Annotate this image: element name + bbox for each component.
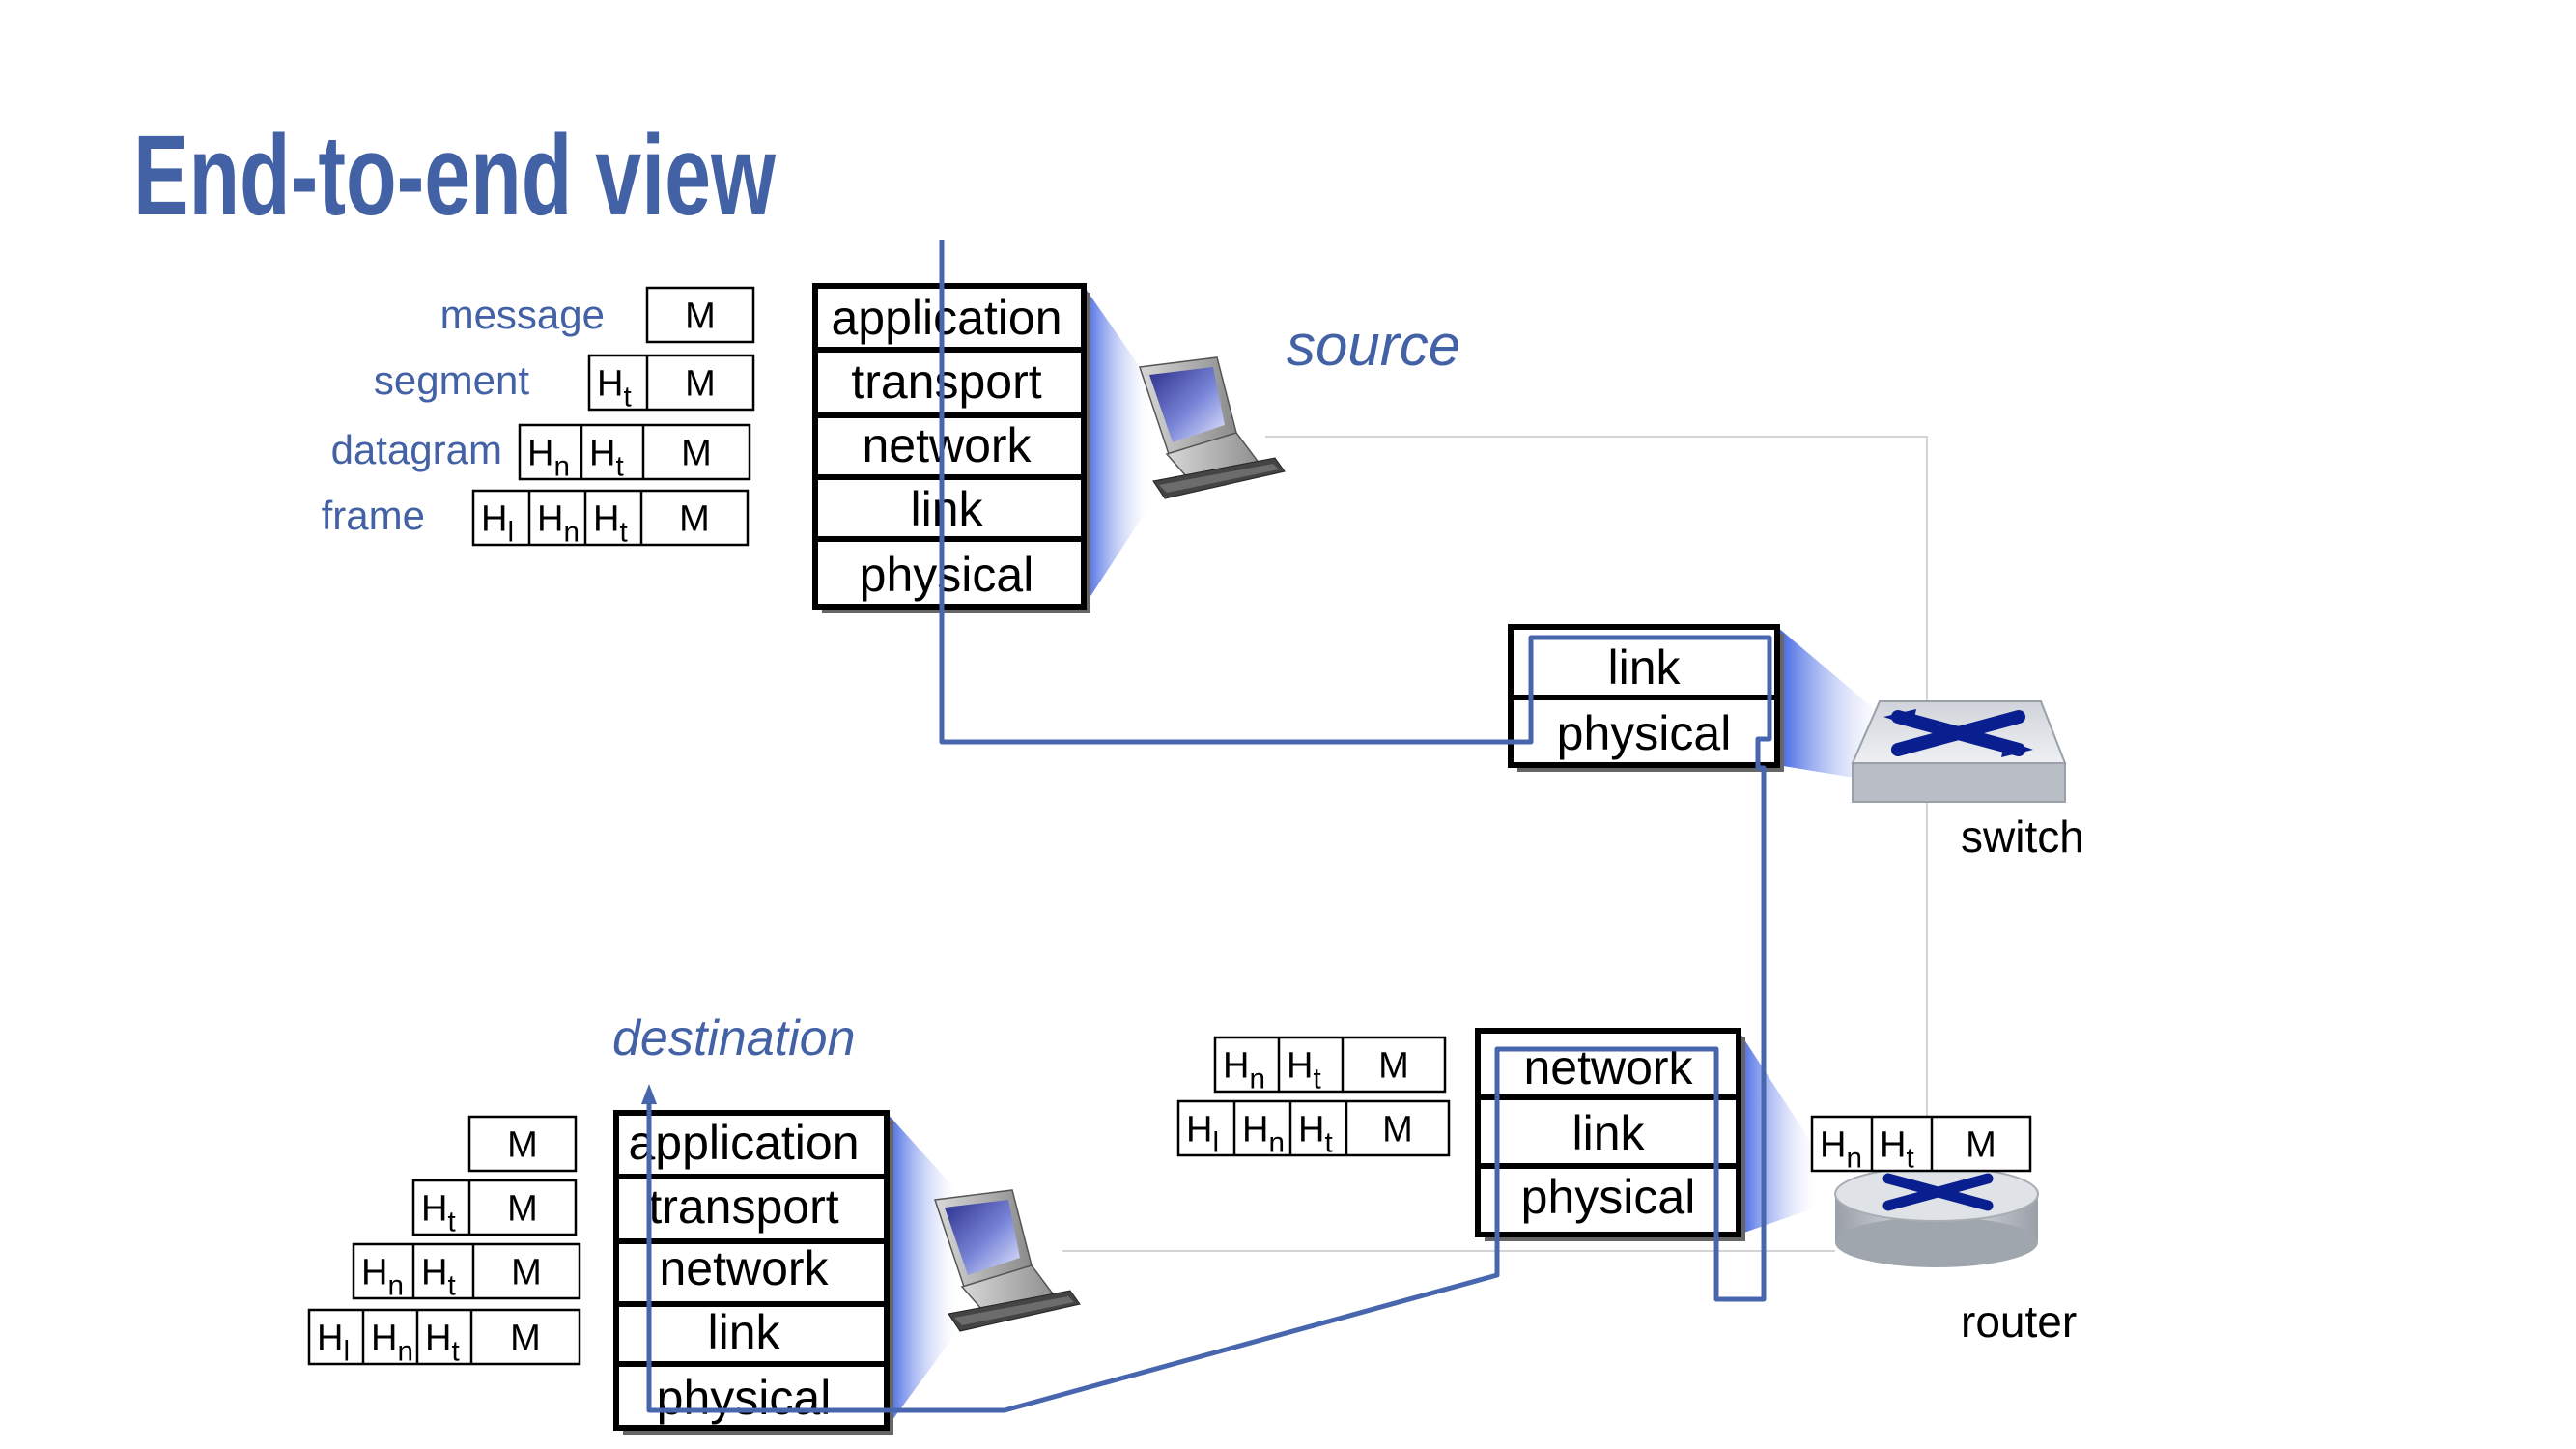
packet-outline xyxy=(645,286,755,344)
packet-outline xyxy=(1213,1036,1447,1094)
stack-layer-physical: physical xyxy=(1557,706,1732,760)
payload-message: M xyxy=(1378,1046,1409,1087)
router-label: router xyxy=(1961,1296,2077,1347)
stack-layer-application: application xyxy=(628,1116,859,1170)
switch-protocol-stack: link physical xyxy=(1508,624,1784,772)
switch-label: switch xyxy=(1961,811,2084,862)
stack-layer-physical: physical xyxy=(657,1371,832,1425)
stack-layer-link: link xyxy=(1607,640,1681,695)
segment-label: segment xyxy=(374,357,529,403)
stack-layer-link: link xyxy=(910,482,983,536)
packet-outline xyxy=(518,423,751,481)
frame-label: frame xyxy=(322,493,425,538)
destination-protocol-stack: application transport network link physi… xyxy=(613,1110,893,1435)
payload-message: M xyxy=(1966,1125,1996,1166)
source-protocol-stack: application transport network link physi… xyxy=(812,283,1090,613)
page-title: End-to-end view xyxy=(133,112,777,240)
packet-outline xyxy=(1810,1115,2032,1173)
switch-icon xyxy=(1851,700,2067,803)
payload-message: M xyxy=(681,434,712,474)
data-path xyxy=(646,240,1772,1413)
stack-layer-link: link xyxy=(707,1305,780,1359)
stack-layer-physical: physical xyxy=(1521,1170,1696,1224)
stack-layer-transport: transport xyxy=(851,355,1041,409)
packet-outline xyxy=(471,489,750,547)
payload-message: M xyxy=(685,364,716,405)
stack-layer-link: link xyxy=(1571,1106,1645,1160)
stack-layer-application: application xyxy=(831,291,1062,345)
desktop-computer-icon xyxy=(1138,356,1286,499)
destination-label: destination xyxy=(612,1010,856,1066)
packet-outline xyxy=(307,1308,581,1366)
encapsulation-legend: message segment datagram frame xyxy=(322,292,605,538)
payload-message: M xyxy=(679,499,710,540)
router-protocol-stack: network link physical xyxy=(1475,1028,1745,1241)
message-label: message xyxy=(440,292,605,337)
data-path-arrowhead xyxy=(641,1084,657,1104)
source-label: source xyxy=(1287,313,1460,378)
packet-outline xyxy=(411,1179,578,1236)
payload-message: M xyxy=(507,1189,538,1230)
network-links xyxy=(1062,436,1928,1252)
packet-outline xyxy=(467,1115,578,1173)
payload-message: M xyxy=(685,297,716,337)
datagram-label: datagram xyxy=(331,427,502,472)
router-icon xyxy=(1834,1166,2039,1267)
packet-outline xyxy=(352,1242,581,1300)
stack-layer-physical: physical xyxy=(860,548,1034,602)
payload-message: M xyxy=(507,1125,538,1166)
stack-layer-transport: transport xyxy=(648,1179,838,1234)
stack-layer-network: network xyxy=(862,418,1032,472)
stack-device-beams xyxy=(887,286,1883,1428)
payload-message: M xyxy=(510,1319,541,1359)
packet: M xyxy=(467,1115,578,1173)
packet: M xyxy=(645,286,755,344)
payload-message: M xyxy=(511,1253,542,1293)
stack-layer-network: network xyxy=(659,1241,829,1295)
packet-outline xyxy=(1176,1099,1451,1157)
packet-outline xyxy=(587,354,755,412)
desktop-computer-icon xyxy=(933,1189,1081,1332)
payload-message: M xyxy=(1382,1110,1413,1151)
